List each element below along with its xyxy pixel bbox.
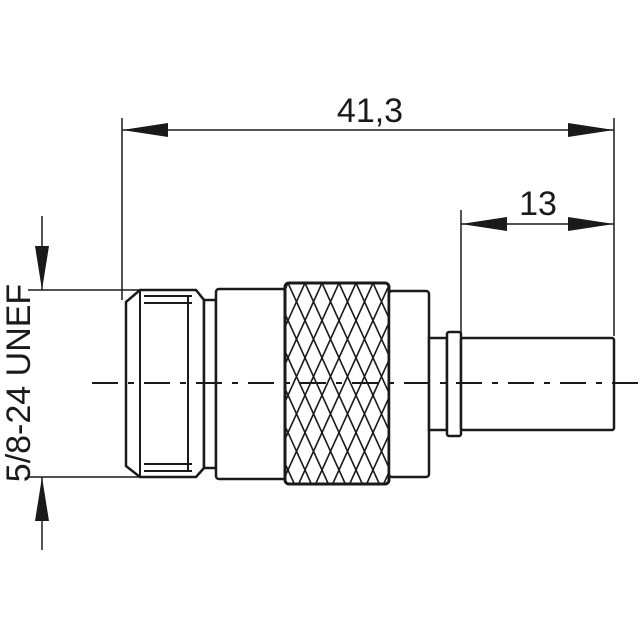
thread-spec-label: 5/8-24 UNEF	[0, 284, 38, 482]
knurl-line	[285, 283, 340, 404]
knurl-line	[355, 283, 389, 358]
cable-arrow-right	[568, 217, 614, 231]
overall-length-label: 41,3	[337, 92, 403, 130]
knurl-line	[44, 283, 135, 484]
thread-arrow-bottom	[35, 477, 49, 521]
cable-sleeve	[459, 336, 616, 432]
knurl-line	[285, 283, 323, 367]
knurl-line	[331, 358, 389, 484]
overall-arrow-right	[568, 123, 614, 137]
thread-arrow-top	[35, 246, 49, 290]
knurl-line	[338, 283, 389, 395]
knurl-line	[285, 283, 306, 329]
cable-end-dimension: 13	[460, 185, 614, 334]
overall-arrow-left	[122, 123, 168, 137]
cable-end-length-label: 13	[519, 185, 557, 223]
overall-length-dimension: 41,3	[121, 92, 615, 336]
knurl-line	[365, 432, 389, 484]
knurl-line	[297, 283, 389, 484]
knurl-line	[285, 283, 374, 479]
cable-arrow-left	[461, 217, 507, 231]
knurl-line	[348, 395, 389, 484]
thread-dimension: 5/8-24 UNEF	[0, 216, 160, 550]
